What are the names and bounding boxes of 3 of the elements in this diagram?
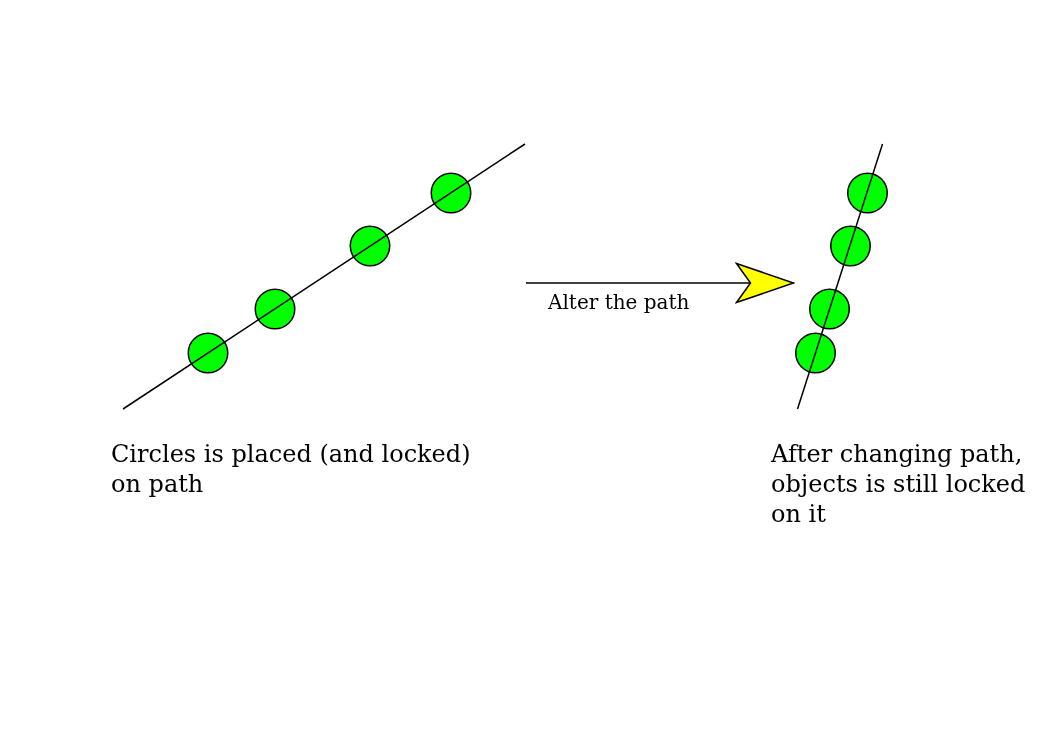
node-label: After changing path, objects is still locked on it (771, 439, 1027, 529)
node-label: Circles is placed (and locked) on path (111, 439, 472, 499)
arrow (525, 262, 795, 304)
